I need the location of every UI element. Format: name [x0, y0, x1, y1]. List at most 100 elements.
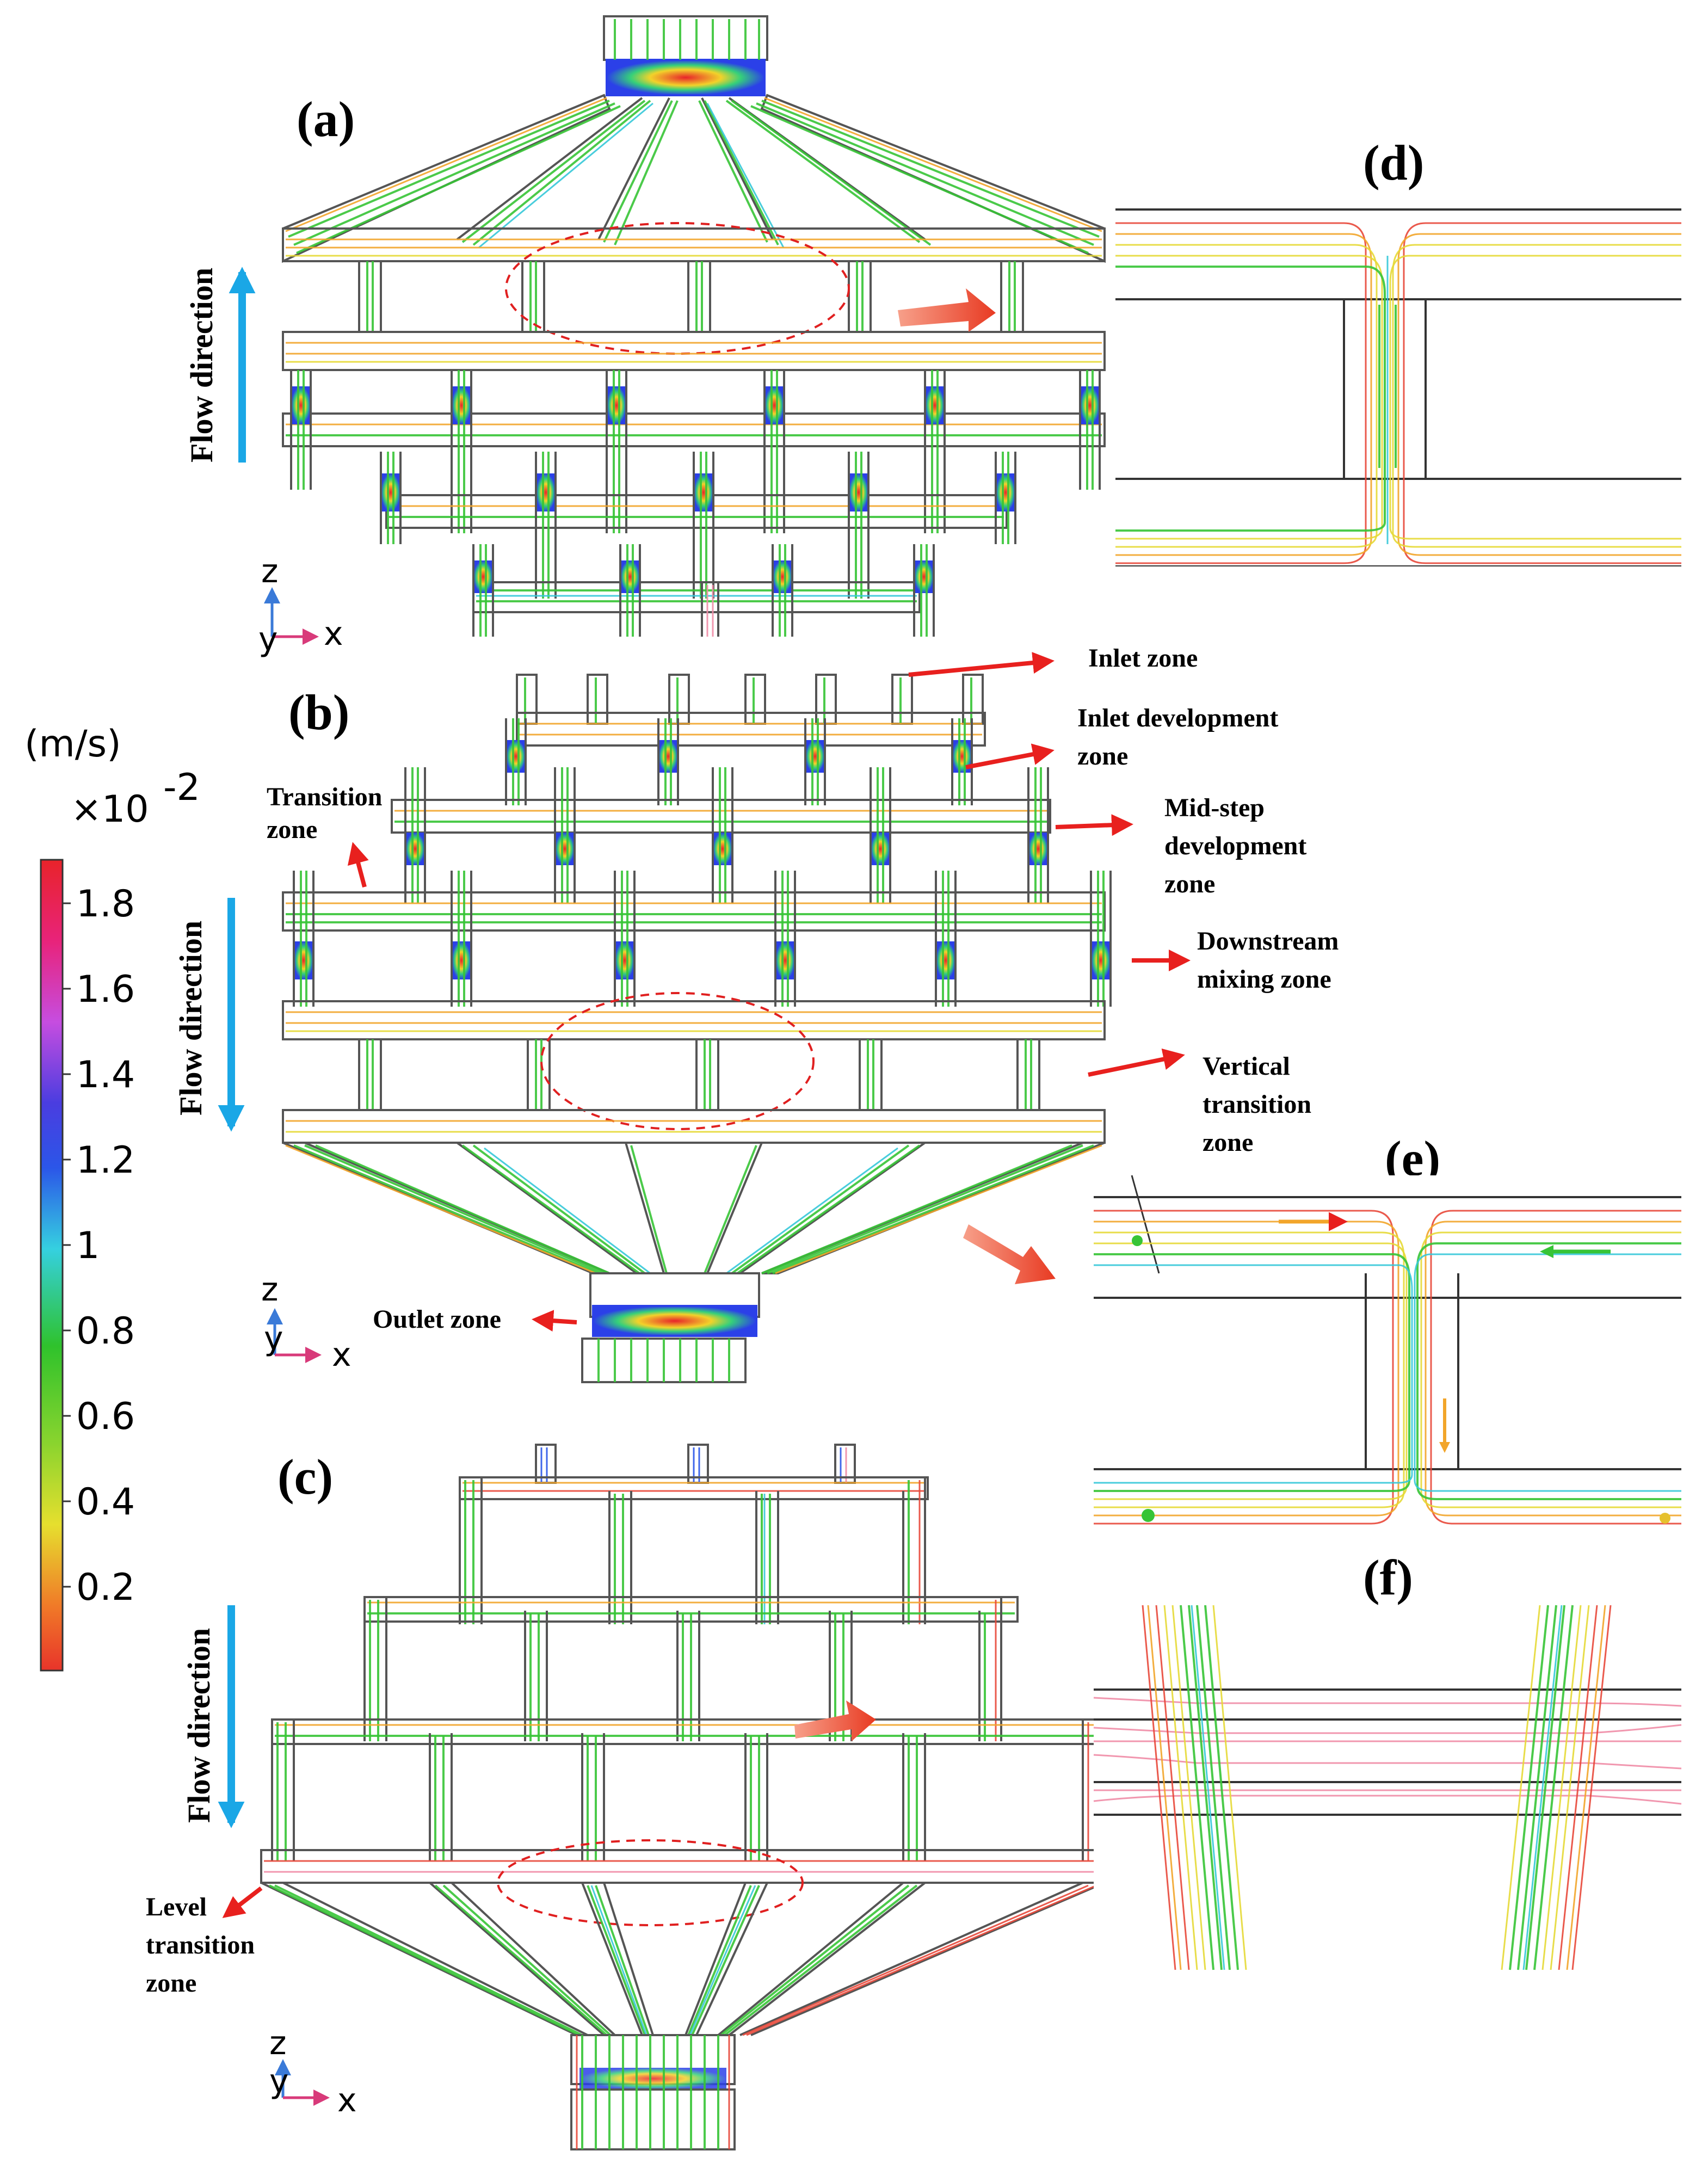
outlet-tail-c [570, 2088, 736, 2150]
colorbar-unit: (m/s) [24, 723, 121, 766]
zoom-view-d [1115, 207, 1681, 566]
axis-x-a: x [324, 615, 343, 653]
axis-y-a: y [258, 620, 278, 658]
zoom-arrow-a [898, 288, 996, 332]
second-header-a [282, 331, 1106, 371]
panel-a-label: (a) [297, 91, 355, 147]
mid-step-arrow [1055, 814, 1133, 836]
panel-f-label: (f) [1363, 1550, 1413, 1605]
outlet-zone-label: Outlet zone [373, 1305, 501, 1334]
inlet-zone-arrow [908, 652, 1055, 677]
axis-x-c: x [337, 2081, 357, 2119]
axis-z-c: z [269, 2024, 287, 2062]
inlet-stubs-b [516, 674, 984, 725]
colorbar-tick-label: 0.4 [76, 1481, 135, 1524]
vertical-transition-label-3: zone [1203, 1128, 1253, 1157]
highlight-ellipse-b [540, 992, 815, 1130]
row4-header-b [282, 1000, 1106, 1040]
vertical-channel-hotspots-a [290, 370, 1101, 533]
colorbar-scale-base: ×10 [71, 788, 149, 831]
collector-header-b [282, 1109, 1106, 1144]
colorbar-scale-exp: -2 [163, 766, 200, 809]
vertical-transition-b [358, 1038, 1040, 1111]
panel-f: (f) [1093, 1550, 1682, 1970]
panel-e: (e) [1094, 1131, 1681, 1529]
mid-step-label-2: development [1164, 831, 1306, 860]
level-transition-arrow [222, 1886, 263, 1918]
panel-d: (d) [1115, 135, 1681, 566]
row2-verticals-b [404, 767, 1049, 903]
flow-direction-c: Flow direction [181, 1628, 217, 1823]
vertical-transition-label-1: Vertical [1203, 1052, 1290, 1081]
colorbar-tick-label: 0.2 [76, 1566, 135, 1609]
axis-z-b: z [261, 1271, 279, 1309]
inlet-zone-label: Inlet zone [1088, 644, 1198, 673]
outlet-zone-arrow [532, 1310, 577, 1332]
colorbar-tick-label: 0.6 [76, 1395, 135, 1438]
zoom-arrow-b [963, 1224, 1056, 1284]
colorbar-tick-label: 1.8 [76, 883, 135, 926]
axis-y-c: y [269, 2062, 289, 2100]
colorbar-tick-label: 1.2 [76, 1139, 135, 1182]
inlet-development-label-2: zone [1077, 742, 1128, 771]
vertical-transition-label-2: transition [1203, 1090, 1311, 1119]
inlet-box-a [603, 15, 768, 61]
lower-steps-a [380, 452, 1016, 637]
level-transition-label-1: Level [146, 1893, 207, 1921]
collector-channels-b [282, 1142, 1105, 1274]
outlet-velocity-slice-c [579, 2068, 726, 2090]
downstream-label-2: mixing zone [1197, 965, 1331, 994]
axis-z-a: z [261, 552, 279, 590]
downstream-label-1: Downstream [1197, 927, 1339, 956]
inlet-development-arrow [965, 743, 1055, 769]
colorbar-ticks: 1.8 1.6 1.4 1.2 1 0.8 0.6 0.4 0.2 [63, 883, 135, 1609]
highlight-ellipse-c [497, 1839, 804, 1926]
transition-label-2: zone [267, 815, 317, 844]
level-transition-label-2: transition [146, 1931, 255, 1959]
collector-channels-c [261, 1882, 1105, 2036]
panel-b-label: (b) [288, 685, 349, 740]
panel-b: (b) [173, 644, 1339, 1383]
panel-a: (a) [184, 15, 1106, 658]
transition-arrow [347, 842, 369, 888]
axis-x-b: x [332, 1336, 352, 1374]
colorbar-tick-label: 1 [76, 1224, 100, 1267]
row1-verticals-b [505, 718, 973, 805]
colorbar-tick-label: 1.4 [76, 1053, 135, 1096]
flow-direction-b: Flow direction [173, 921, 208, 1116]
outlet-velocity-slice-b [592, 1305, 757, 1337]
inlet-velocity-slice-a [606, 59, 766, 96]
colorbar: (m/s) ×10 -2 1.8 1.6 1.4 1.2 1 0.8 0.6 0.4 0.2 [24, 723, 200, 1672]
flow-direction-a: Flow direction [184, 268, 219, 463]
colorbar-tick-label: 1.6 [76, 968, 135, 1011]
zoom-arrow-c [794, 1700, 876, 1741]
panel-c: (c) [146, 1444, 1111, 2150]
level1-grid-c [459, 1476, 929, 1624]
panel-c-label: (c) [278, 1449, 333, 1505]
highlight-ellipse-a [505, 222, 850, 355]
transition-label-1: Transition [267, 782, 382, 811]
level2-grid-c [363, 1596, 1019, 1741]
distributor-channels-a [282, 94, 1106, 263]
colorbar-gradient [40, 859, 64, 1672]
axis-triad-c: z y x [269, 2024, 357, 2119]
zoom-view-e [1094, 1175, 1681, 1529]
axis-y-b: y [264, 1320, 283, 1358]
level-transition-label-3: zone [146, 1969, 196, 1998]
vertical-transition-arrow [1088, 1048, 1185, 1077]
collector-header-c [260, 1849, 1111, 1884]
inlet-development-label-1: Inlet development [1077, 704, 1278, 732]
row1-header-b [516, 712, 986, 747]
axis-triad-a: z y x [258, 552, 343, 658]
colorbar-tick-label: 0.8 [76, 1310, 135, 1353]
mid-step-label-1: Mid-step [1164, 793, 1265, 822]
mid-step-label-3: zone [1164, 870, 1215, 898]
inlet-streamlines-a [614, 19, 760, 60]
row3-verticals-b [293, 871, 1112, 1007]
axis-triad-b: z y x [261, 1271, 352, 1374]
panel-d-label: (d) [1363, 135, 1424, 190]
third-header-a [282, 412, 1106, 447]
zoom-view-f [1093, 1605, 1682, 1970]
zone-annotations-b: Inlet zone Inlet development zone Transi… [267, 644, 1339, 1334]
